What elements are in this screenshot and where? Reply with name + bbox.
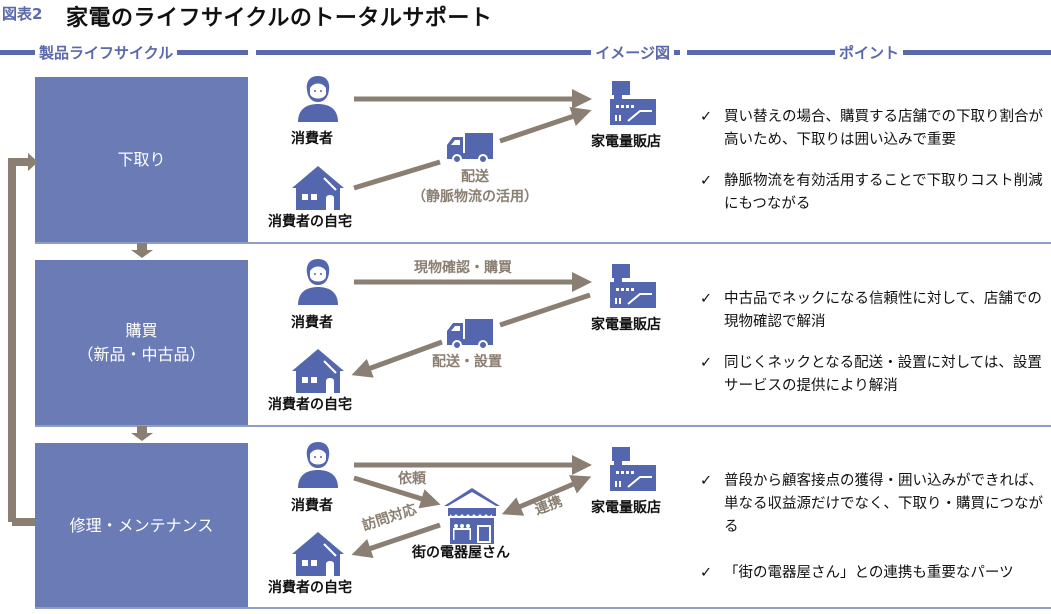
check-icon: ✓ [700, 355, 713, 371]
node-local-shop: 街の電器屋さん [412, 545, 510, 561]
loop-arrow [8, 158, 30, 522]
header-rule [674, 49, 680, 55]
store-icon [609, 80, 657, 126]
stage-down-arrow [131, 426, 153, 441]
node-store: 家電量販店 [591, 500, 661, 516]
home-icon [291, 531, 345, 577]
stage-maintenance-label: 修理・メンテナンス [69, 515, 214, 535]
check-icon: ✓ [700, 291, 713, 307]
point-item: ✓ 普段から顧客接点の獲得・囲い込みができれば、単なる収益源だけでなく、下取り・… [700, 470, 1050, 540]
node-store: 家電量販店 [591, 317, 661, 333]
column-header-points: ポイント [687, 42, 1051, 62]
flow-label-delivery: 配送 （静脈物流の活用） [400, 168, 550, 207]
figure-label: 図表2 [2, 5, 43, 23]
column-header-image-text: イメージ図 [595, 43, 670, 62]
header-rule [0, 49, 35, 55]
stage-purchase-label: 購買 [125, 321, 158, 341]
flow-arrow-local-shop-to-home [351, 522, 441, 558]
node-store: 家電量販店 [591, 134, 661, 150]
header-rule [687, 49, 835, 55]
store-icon [609, 263, 657, 309]
consumer-icon [298, 259, 338, 305]
point-item: ✓ 買い替えの場合、購買する店舗での下取り割合が高いため、下取りは囲い込みで重要 [700, 106, 1050, 152]
truck-icon [446, 318, 494, 350]
column-header-lifecycle-text: 製品ライフサイクル [39, 43, 174, 62]
truck-icon [446, 132, 494, 164]
home-icon [291, 165, 345, 211]
node-home: 消費者の自宅 [268, 214, 352, 230]
flow-label-delivery-install: 配送・設置 [432, 354, 502, 370]
stage-purchase: 購買 （新品・中古品） [35, 260, 248, 425]
store-icon [609, 446, 657, 492]
flow-arrow-local-shop-store-partnership [501, 475, 592, 516]
header-rule [177, 49, 248, 55]
check-icon: ✓ [700, 109, 713, 125]
row-divider [35, 425, 1051, 427]
flow-arrow-home-to-truck [353, 159, 441, 191]
point-item: ✓ 同じくネックとなる配送・設置に対しては、設置サービスの提供により解消 [700, 352, 1050, 398]
header-rule [256, 49, 592, 55]
check-icon: ✓ [700, 565, 713, 581]
consumer-icon [298, 442, 338, 488]
check-icon: ✓ [700, 173, 713, 189]
flow-label-delivery-sub: （静脈物流の活用） [412, 188, 538, 205]
figure-title: 家電のライフサイクルのトータルサポート [66, 6, 493, 31]
consumer-icon [298, 76, 338, 122]
flow-label-purchase: 現物確認・購買 [414, 260, 512, 276]
flow-arrow-truck-to-home [351, 339, 443, 378]
flow-label-request: 依頼 [398, 471, 426, 487]
flow-label-delivery-main: 配送 [461, 169, 489, 185]
point-item: ✓ 静脈物流を有効活用することで下取りコスト削減にもつながる [700, 170, 1050, 216]
stage-purchase-sublabel: （新品・中古品） [77, 344, 206, 364]
node-home: 消費者の自宅 [268, 580, 352, 596]
stage-trade-in-label: 下取り [117, 149, 166, 169]
local-shop-icon [443, 487, 501, 545]
stage-maintenance: 修理・メンテナンス [35, 443, 248, 608]
check-icon: ✓ [700, 473, 713, 489]
loop-arrow-head [28, 153, 38, 171]
point-item: ✓ 「街の電器屋さん」との連携も重要なパーツ [700, 562, 1050, 585]
stage-trade-in: 下取り [35, 77, 248, 242]
header-rule [903, 49, 1051, 55]
stage-down-arrow [131, 243, 153, 258]
flow-arrow-store-to-truck [499, 292, 591, 328]
column-header-image: イメージ図 [256, 42, 680, 62]
node-consumer: 消費者 [291, 315, 333, 331]
row-divider [35, 242, 1051, 244]
flow-arrow-truck-to-store [499, 107, 592, 144]
node-home: 消費者の自宅 [268, 397, 352, 413]
point-item: ✓ 中古品でネックになる信頼性に対して、店舗での現物確認で解消 [700, 288, 1050, 334]
node-consumer: 消費者 [291, 131, 333, 147]
flow-arrow-consumer-to-local-shop [353, 475, 441, 509]
row-divider [35, 607, 1051, 609]
column-header-points-text: ポイント [839, 43, 900, 62]
column-header-lifecycle: 製品ライフサイクル [0, 42, 248, 62]
node-consumer: 消費者 [291, 498, 333, 514]
home-icon [291, 348, 345, 394]
